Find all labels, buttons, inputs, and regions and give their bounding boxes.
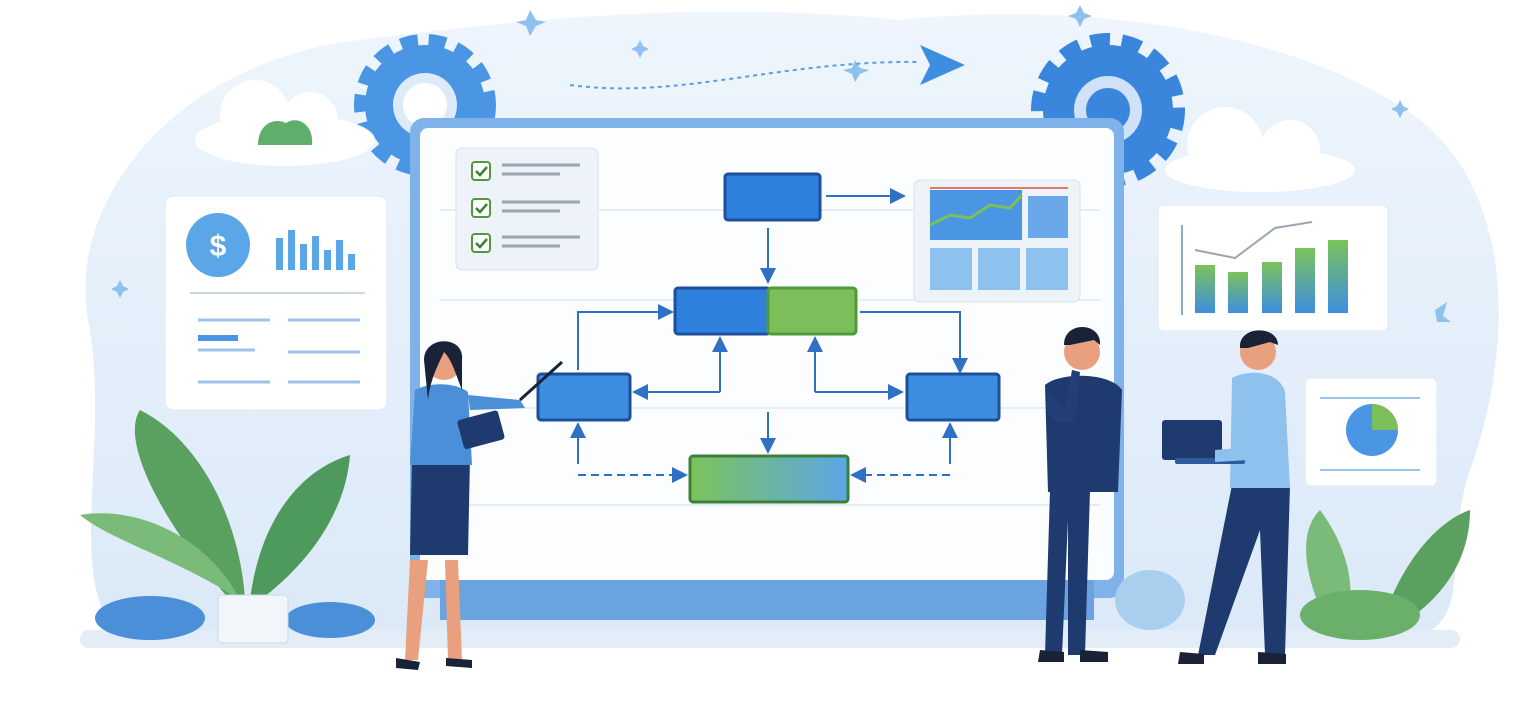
plant-left — [80, 410, 375, 644]
man-thinking — [1038, 326, 1122, 662]
flow-node — [905, 372, 1001, 422]
checkbox-icon — [471, 161, 491, 181]
plant-right — [1115, 510, 1470, 640]
checklist-card — [455, 147, 599, 271]
dollar-coin-icon — [186, 213, 250, 277]
pie-chart-card — [1304, 377, 1438, 487]
sparkle-icons — [111, 5, 1451, 322]
flow-node — [688, 454, 850, 504]
flowchart — [536, 172, 1001, 504]
woman-with-tablet — [396, 341, 564, 670]
line-chart-card — [913, 179, 1081, 303]
finance-card: $ — [164, 195, 388, 411]
checkbox-icon — [471, 233, 491, 253]
checkbox-icon — [471, 198, 491, 218]
flow-node — [536, 372, 632, 422]
man-with-laptop — [1162, 330, 1290, 664]
laptop-icon — [1162, 420, 1222, 460]
cloud-icon — [195, 80, 375, 166]
cloud-icon — [1165, 107, 1355, 192]
flow-node — [766, 286, 858, 336]
plant-pot — [217, 594, 289, 644]
paper-plane-icon — [920, 45, 965, 85]
tablet-icon — [457, 410, 505, 449]
flow-node — [723, 172, 822, 222]
gear-icon — [354, 34, 496, 176]
bar-chart-card — [1157, 204, 1389, 332]
svg-text:$: $ — [210, 230, 227, 263]
flow-node — [673, 286, 772, 336]
ground-shadow — [80, 630, 1460, 648]
dashed-flight-path — [569, 60, 921, 90]
